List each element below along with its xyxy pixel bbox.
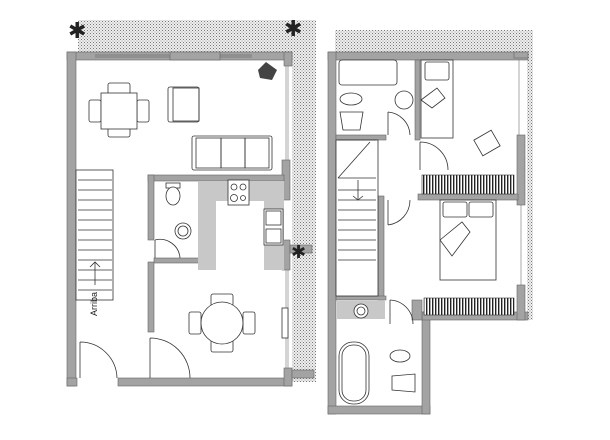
svg-text:✱: ✱ bbox=[284, 16, 302, 41]
stove-icon bbox=[227, 179, 250, 206]
interior-walls bbox=[147, 174, 285, 333]
plant-icons: ✱ ✱ ✱ bbox=[68, 16, 306, 262]
sink-top bbox=[394, 90, 414, 110]
svg-text:✱: ✱ bbox=[68, 18, 86, 43]
toilet-lower bbox=[389, 349, 416, 393]
upper-terrace bbox=[335, 30, 533, 320]
bathtub-top bbox=[338, 59, 398, 86]
bathtub-lower bbox=[338, 341, 370, 405]
kitchen-counter bbox=[198, 179, 284, 270]
dining-table-round bbox=[188, 293, 256, 353]
stairs-upper bbox=[335, 139, 379, 297]
stairs-ground bbox=[75, 169, 114, 301]
svg-text:✱: ✱ bbox=[291, 242, 306, 262]
sofa-icon bbox=[191, 135, 273, 171]
stairs-label: Arriba bbox=[89, 292, 99, 316]
single-bed bbox=[420, 59, 454, 139]
upper-doors bbox=[387, 111, 449, 325]
wc-sink-icon bbox=[174, 222, 192, 240]
dining-table-square bbox=[88, 82, 150, 138]
kitchen-sink-icon bbox=[263, 208, 284, 246]
wc-toilet-icon bbox=[165, 182, 181, 206]
double-bed bbox=[439, 199, 497, 281]
upper-interior-walls bbox=[335, 59, 519, 321]
toilet-top bbox=[339, 92, 364, 131]
wardrobe-2 bbox=[423, 297, 515, 316]
armchair-icon bbox=[167, 86, 200, 123]
ground-floor: Arriba ✱ ✱ ✱ bbox=[66, 16, 316, 387]
chair-bedroom bbox=[473, 129, 501, 157]
windows bbox=[95, 51, 289, 368]
terrace bbox=[78, 20, 316, 382]
doors bbox=[79, 239, 191, 379]
bath-counter bbox=[337, 301, 385, 319]
wardrobe-1 bbox=[421, 174, 515, 195]
upper-floor bbox=[327, 30, 533, 415]
lamp-icon bbox=[258, 62, 277, 80]
